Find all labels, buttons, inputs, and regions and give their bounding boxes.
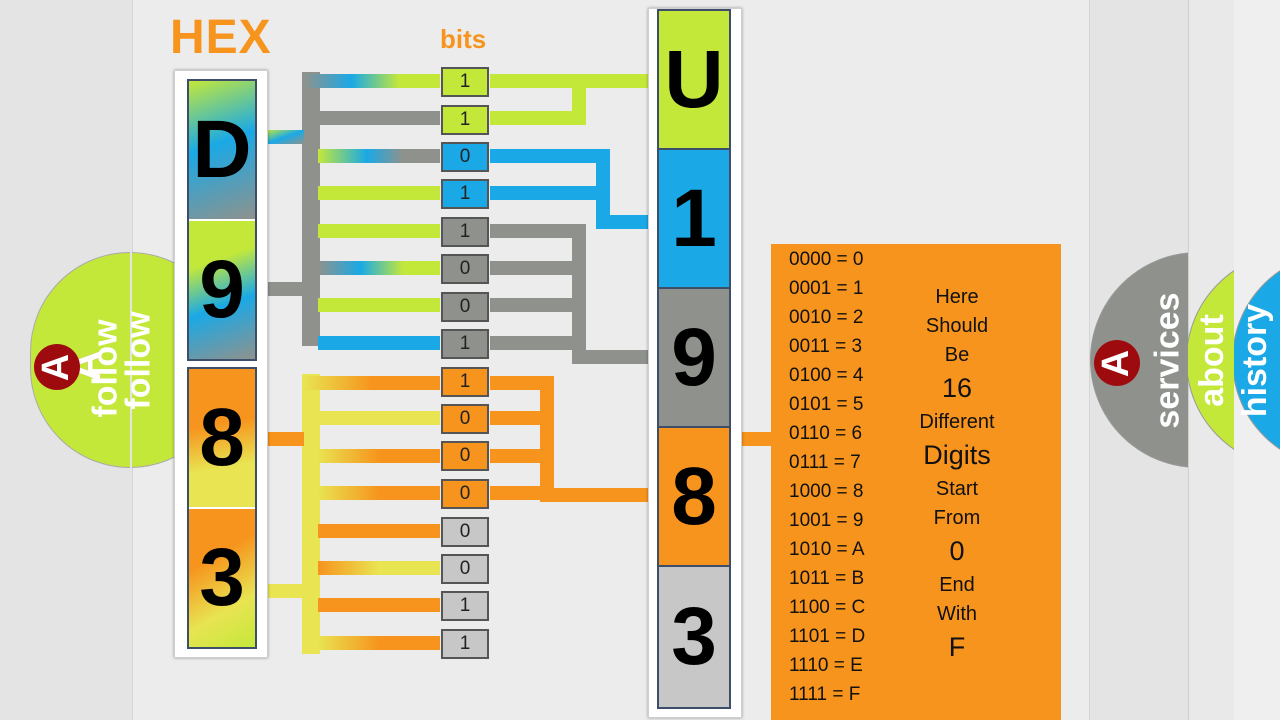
table-row: 0000 = 0 [789, 249, 864, 270]
table-row: 1011 = B [789, 568, 865, 589]
hex-group-bottom: 8 3 [187, 367, 257, 649]
note-line: From [933, 507, 981, 529]
bit-box: 1 [441, 67, 489, 97]
table-row: 1001 = 9 [789, 510, 864, 531]
table-row: 1100 = C [789, 597, 866, 618]
table-row: 1101 = D [789, 626, 866, 647]
table-row: 0011 = 3 [789, 336, 863, 357]
bit-box: 1 [441, 629, 489, 659]
bit-box: 1 [441, 179, 489, 209]
services-logo-blob-icon [1094, 340, 1140, 386]
note-line: Be [944, 344, 970, 366]
table-row: 1010 = A [789, 539, 865, 560]
note-line: F [948, 632, 966, 662]
table-row: 0101 = 5 [789, 394, 864, 415]
hex-group-top: D 9 [187, 79, 257, 361]
bit-box: 1 [441, 105, 489, 135]
table-row: 1111 = F [789, 684, 861, 705]
table-row: 0111 = 7 [789, 452, 861, 473]
table-row: 0110 = 6 [789, 423, 863, 444]
note-line: Here [935, 286, 979, 308]
hex-column: D 9 8 3 [174, 70, 268, 658]
bit-box: 0 [441, 292, 489, 322]
bit-box: 1 [441, 591, 489, 621]
services-label[interactable]: services [1148, 291, 1187, 429]
hex-digit-9: 9 [189, 221, 255, 359]
table-row: 1110 = E [789, 655, 863, 676]
hex-title: HEX [170, 11, 272, 64]
bottom-wires [304, 376, 440, 650]
bit-box: 0 [441, 142, 489, 172]
bit-box: 1 [441, 217, 489, 247]
bit-box: 1 [441, 367, 489, 397]
unicode-prefix-u: U [659, 11, 729, 150]
unicode-digit-3: 3 [659, 567, 729, 707]
unicode-digit-8: 8 [659, 428, 729, 567]
unicode-digit-1: 1 [659, 150, 729, 289]
bit-box: 0 [441, 554, 489, 584]
follow-logo-blob-icon [34, 344, 80, 390]
bit-box: 0 [441, 441, 489, 471]
note-line: Different [919, 411, 995, 433]
table-row: 0001 = 1 [789, 278, 864, 299]
table-row: 0010 = 2 [789, 307, 864, 328]
bit-box: 1 [441, 329, 489, 359]
hex-digit-d: D [189, 81, 255, 219]
note-line: End [939, 574, 975, 596]
hex-digit-8: 8 [189, 369, 255, 507]
note-line: 16 [941, 373, 973, 403]
note-line: Start [935, 478, 979, 500]
top-wires [304, 74, 440, 350]
bit-box: 0 [441, 254, 489, 284]
about-tab[interactable] [1186, 252, 1234, 468]
table-row: 0100 = 4 [789, 365, 864, 386]
note-line: 0 [949, 536, 965, 566]
hex-digit-3: 3 [189, 509, 255, 647]
unicode-digit-9: 9 [659, 289, 729, 428]
bit-box: 0 [441, 517, 489, 547]
table-row: 1000 = 8 [789, 481, 864, 502]
note-line: With [937, 603, 977, 625]
binary-hex-table: 0000 = 0 0001 = 1 0010 = 2 0011 = 3 0100… [771, 244, 1061, 720]
unicode-column: U 1 9 8 3 [648, 8, 742, 718]
note-line: Digits [923, 440, 991, 470]
bits-title: bits [440, 24, 487, 54]
bit-box: 0 [441, 479, 489, 509]
note-line: Should [925, 315, 989, 337]
bit-box: 0 [441, 404, 489, 434]
